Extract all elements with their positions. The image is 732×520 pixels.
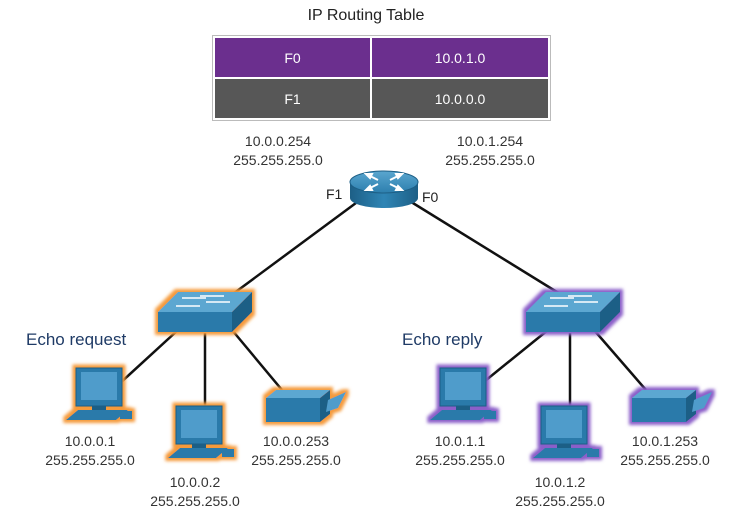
port-label-f1: F1 — [326, 186, 343, 202]
router-icon — [349, 170, 419, 208]
left-pc1-mask: 255.255.255.0 — [45, 452, 135, 468]
right-printer-ip: 10.0.1.253 — [631, 433, 699, 449]
diagram-title: IP Routing Table — [307, 7, 425, 24]
router-f0-address: 10.0.1.254 255.255.255.0 — [430, 132, 550, 170]
right-pc1-mask: 255.255.255.0 — [415, 452, 505, 468]
network-links — [117, 198, 647, 412]
port-label-f0: F0 — [422, 189, 439, 205]
route-interface: F0 — [215, 38, 370, 77]
left-pc1-address: 10.0.0.1 255.255.255.0 — [30, 432, 150, 470]
router-f0-ip: 10.0.1.254 — [456, 133, 524, 149]
route-network: 10.0.1.0 — [372, 38, 548, 77]
router-f1-ip: 10.0.0.254 — [244, 133, 312, 149]
right-switch-icon — [526, 292, 620, 332]
right-printer-icon — [632, 390, 712, 422]
right-pc2-address: 10.0.1.2 255.255.255.0 — [500, 473, 620, 511]
right-pc1-ip: 10.0.1.1 — [434, 433, 486, 449]
left-printer-ip: 10.0.0.253 — [262, 433, 330, 449]
routing-table: F0 10.0.1.0 F1 10.0.0.0 — [212, 35, 551, 121]
right-pc1-address: 10.0.1.1 255.255.255.0 — [400, 432, 520, 470]
left-pc2-mask: 255.255.255.0 — [150, 493, 240, 509]
link-right-switch-pc1 — [479, 329, 549, 386]
router-f1-address: 10.0.0.254 255.255.255.0 — [218, 132, 338, 170]
routing-table-row: F0 10.0.1.0 — [215, 38, 548, 77]
left-pc2-icon — [168, 405, 234, 458]
router-f1-mask: 255.255.255.0 — [233, 152, 323, 168]
left-pc2-address: 10.0.0.2 255.255.255.0 — [135, 473, 255, 511]
right-pc2-icon — [533, 405, 599, 458]
right-pc2-mask: 255.255.255.0 — [515, 493, 605, 509]
right-pc1-icon — [430, 367, 496, 420]
echo-reply-label: Echo reply — [402, 330, 483, 349]
left-printer-mask: 255.255.255.0 — [251, 452, 341, 468]
link-left-switch-pc1 — [117, 329, 179, 386]
left-printer-icon — [266, 390, 346, 422]
left-pc1-icon — [66, 367, 132, 420]
left-pc2-ip: 10.0.0.2 — [169, 474, 221, 490]
left-switch-icon — [158, 292, 252, 332]
right-printer-address: 10.0.1.253 255.255.255.0 — [605, 432, 725, 470]
routing-table-row: F1 10.0.0.0 — [215, 79, 548, 118]
link-router-left-switch — [217, 198, 361, 307]
route-interface: F1 — [215, 79, 370, 118]
left-printer-address: 10.0.0.253 255.255.255.0 — [236, 432, 356, 470]
link-router-right-switch — [407, 198, 579, 307]
echo-request-label: Echo request — [26, 330, 127, 349]
link-left-switch-printer — [231, 329, 283, 391]
router-f0-mask: 255.255.255.0 — [445, 152, 535, 168]
route-network: 10.0.0.0 — [372, 79, 548, 118]
right-printer-mask: 255.255.255.0 — [620, 452, 710, 468]
right-pc2-ip: 10.0.1.2 — [534, 474, 586, 490]
left-pc1-ip: 10.0.0.1 — [64, 433, 116, 449]
link-right-switch-printer — [593, 329, 647, 391]
